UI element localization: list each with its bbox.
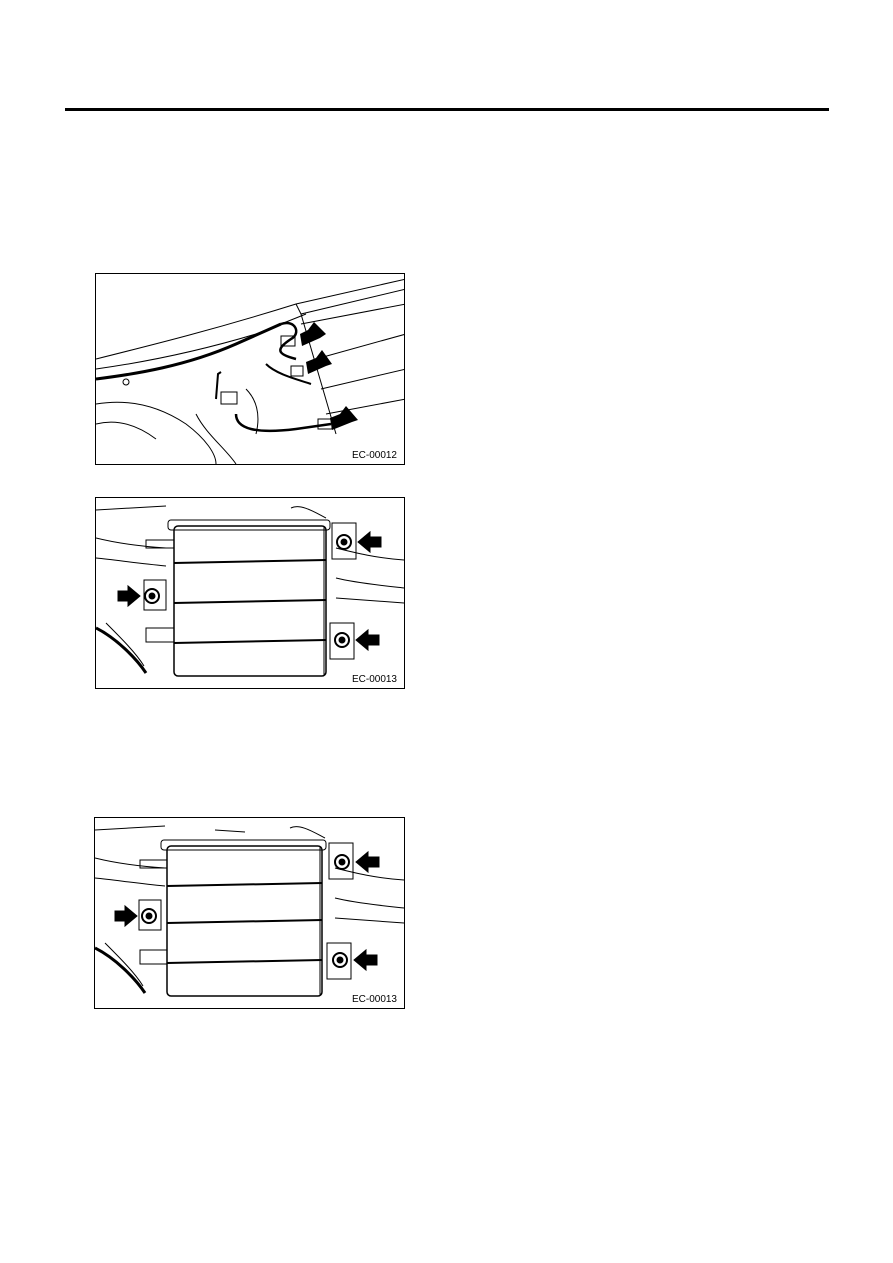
hose-illustration xyxy=(96,278,404,464)
figure-canister-mounting-install: EC-00013 xyxy=(94,817,405,1009)
figure-code: EC-00012 xyxy=(350,450,398,461)
figure-hose-connections: EC-00012 xyxy=(95,273,405,465)
figure-code: EC-00013 xyxy=(350,674,398,685)
canister-illustration xyxy=(95,825,404,997)
figure-canister-mounting: EC-00013 xyxy=(95,497,405,689)
figure-code: EC-00013 xyxy=(350,994,398,1005)
canister-illustration xyxy=(96,505,404,677)
header-rule xyxy=(65,108,829,111)
